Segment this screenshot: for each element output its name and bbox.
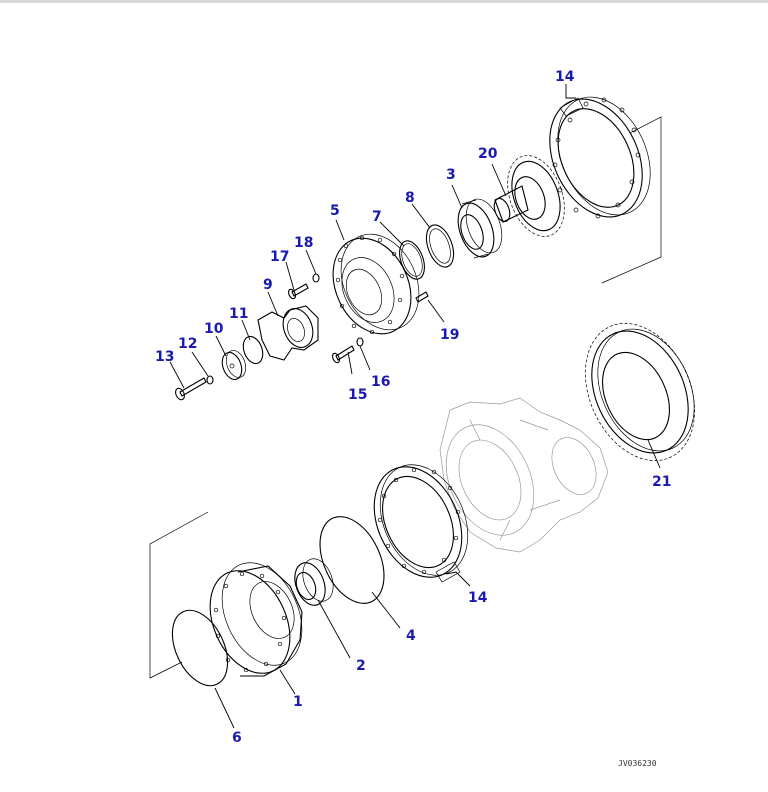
callout-5: 5 <box>330 203 340 219</box>
lower-bracket-lines <box>149 511 209 679</box>
callout-17: 17 <box>270 249 289 265</box>
part-7-snap-ring <box>399 240 425 280</box>
part-9-coupling <box>257 305 319 361</box>
part-13-bolt <box>175 377 207 401</box>
callout-18: 18 <box>294 235 313 251</box>
callout-1: 1 <box>293 694 303 710</box>
part-5-cage <box>332 233 420 335</box>
callouts: 1 2 3 4 5 6 7 8 9 10 11 12 13 14 14 15 1… <box>155 69 671 746</box>
callout-20: 20 <box>478 146 498 162</box>
part-8-ring <box>425 224 455 268</box>
part-15-bolt <box>332 345 355 364</box>
leader-lines <box>169 84 661 729</box>
part-4-o-ring <box>319 516 385 604</box>
callout-15: 15 <box>348 387 367 403</box>
callout-6: 6 <box>232 730 242 746</box>
callout-2: 2 <box>356 658 366 674</box>
part-16-washer <box>356 337 364 347</box>
callout-8: 8 <box>405 190 415 206</box>
part-3-bearing <box>457 198 503 259</box>
part-6-o-ring <box>171 609 229 687</box>
callout-14-lower: 14 <box>468 590 488 606</box>
part-14-lower-gasket <box>373 464 469 583</box>
part-18-washer <box>312 273 320 283</box>
callout-4: 4 <box>406 628 416 644</box>
part-14-upper-gasket <box>549 96 651 219</box>
part-12-washer <box>206 375 214 385</box>
part-11-o-ring <box>242 335 264 365</box>
callout-7: 7 <box>372 209 382 225</box>
upper-bracket-lines <box>601 116 662 284</box>
part-20-pinion-gear <box>493 155 565 237</box>
callout-11: 11 <box>229 306 248 322</box>
callout-19: 19 <box>440 327 459 343</box>
part-19-pin <box>415 291 429 303</box>
callout-14-upper: 14 <box>555 69 575 85</box>
top-frame-line <box>0 0 768 3</box>
part-2-seal <box>294 558 334 606</box>
part-17-bolt <box>288 283 309 300</box>
drawing-code: JV036230 <box>618 759 657 768</box>
callout-9: 9 <box>263 277 273 293</box>
part-21-ring-gear <box>585 323 695 461</box>
differential-housing-ghost <box>439 397 609 553</box>
callout-10: 10 <box>204 321 224 337</box>
callout-13: 13 <box>155 349 174 365</box>
callout-16: 16 <box>371 374 390 390</box>
part-10-plate <box>221 350 247 381</box>
part-1-housing <box>209 562 303 677</box>
callout-21: 21 <box>652 474 671 490</box>
callout-3: 3 <box>446 167 456 183</box>
callout-12: 12 <box>178 336 197 352</box>
